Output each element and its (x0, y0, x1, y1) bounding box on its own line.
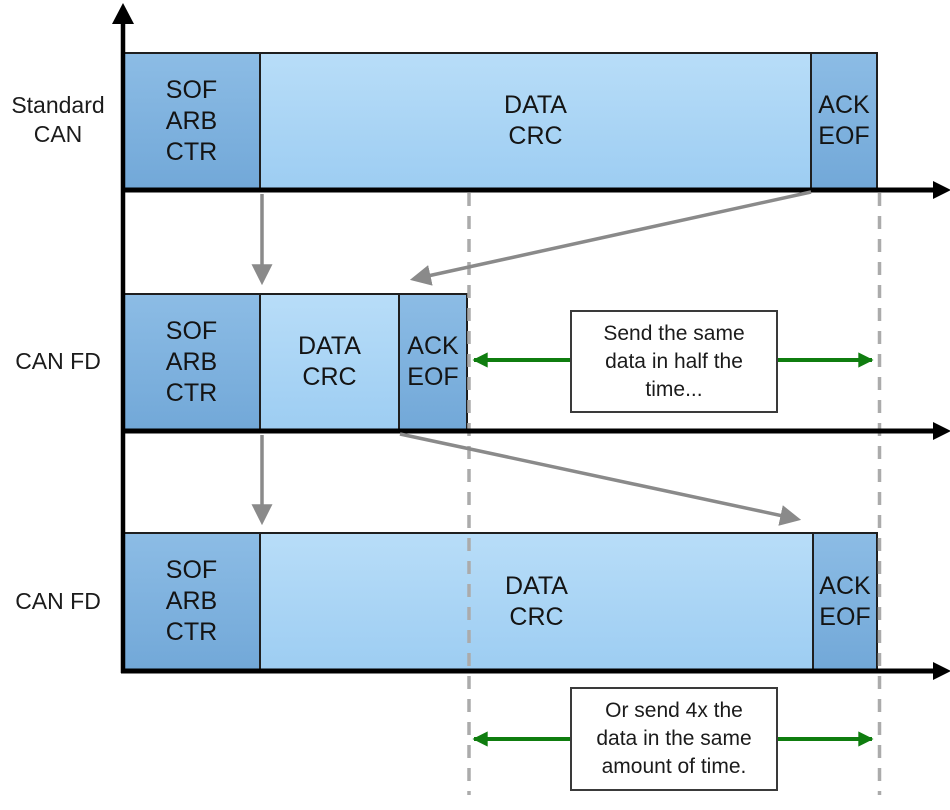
annotation-line: amount of time. (601, 755, 747, 778)
segment-label-line: CTR (165, 618, 218, 646)
can-fd-ack-eof-block: ACK EOF (398, 293, 468, 431)
annotation-line: time... (645, 377, 703, 401)
segment-label-line: CTR (165, 378, 218, 407)
segment-label-line: EOF (407, 363, 459, 391)
segment-label-line: ARB (165, 587, 218, 615)
row-label-line: Standard (11, 92, 105, 118)
standard-can-data-crc-block: DATA CRC (259, 52, 812, 190)
annotation-line: data in the same (596, 727, 752, 750)
annotation-line: Send the same (603, 321, 745, 345)
can-fd-4x-sof-arb-ctr-block: SOF ARB CTR (122, 532, 261, 671)
segment-label-line: ACK (818, 91, 870, 119)
row-label-can-fd-2: CAN FD (0, 586, 116, 616)
can-fd-data-crc-block: DATA CRC (259, 293, 400, 431)
segment-label-line: SOF (165, 75, 218, 104)
right-arrowhead-icon (933, 662, 950, 680)
segment-label-line: ACK (407, 332, 459, 360)
segment-label-line: EOF (819, 602, 871, 631)
row-label-line: CAN (33, 121, 83, 147)
row-label-line: CAN FD (15, 587, 101, 614)
segment-label-line: SOF (165, 316, 218, 345)
right-arrowhead-icon (933, 181, 950, 199)
gray-diagonal-arrow-row2-ack (399, 432, 802, 526)
segment-label-line: DATA (505, 571, 568, 600)
segment-label-line: CTR (165, 137, 218, 166)
segment-label-line: CRC (302, 363, 357, 391)
can-fd-sof-arb-ctr-block: SOF ARB CTR (122, 293, 261, 431)
standard-can-ack-eof-block: ACK EOF (810, 52, 878, 190)
annotation-box-4x-data: Or send 4x the data in the same amount o… (570, 687, 778, 791)
annotation-line: Or send 4x the (605, 699, 743, 722)
can-fd-4x-data-crc-block: DATA CRC (259, 532, 814, 671)
segment-label-line: ARB (165, 106, 218, 135)
row-label-standard-can: Standard CAN (0, 88, 116, 152)
can-fd-4x-ack-eof-block: ACK EOF (812, 532, 878, 671)
standard-can-sof-arb-ctr-block: SOF ARB CTR (122, 52, 261, 190)
annotation-line: data in half the (605, 349, 743, 373)
segment-label-line: CRC (508, 122, 563, 150)
segment-label-line: EOF (818, 122, 870, 150)
segment-label-line: CRC (509, 602, 564, 631)
annotation-box-half-time: Send the same data in half the time... (570, 310, 778, 413)
segment-label-line: DATA (504, 91, 567, 119)
segment-label-line: DATA (298, 332, 361, 360)
up-arrowhead-icon (112, 3, 134, 24)
right-arrowhead-icon (933, 422, 950, 440)
segment-label-line: SOF (165, 556, 218, 584)
segment-label-line: ACK (819, 571, 871, 600)
segment-label-line: ARB (165, 347, 218, 376)
gray-diagonal-arrow-row1-ack (409, 190, 812, 286)
row-label-can-fd-1: CAN FD (0, 346, 116, 376)
row-label-line: CAN FD (15, 347, 101, 374)
